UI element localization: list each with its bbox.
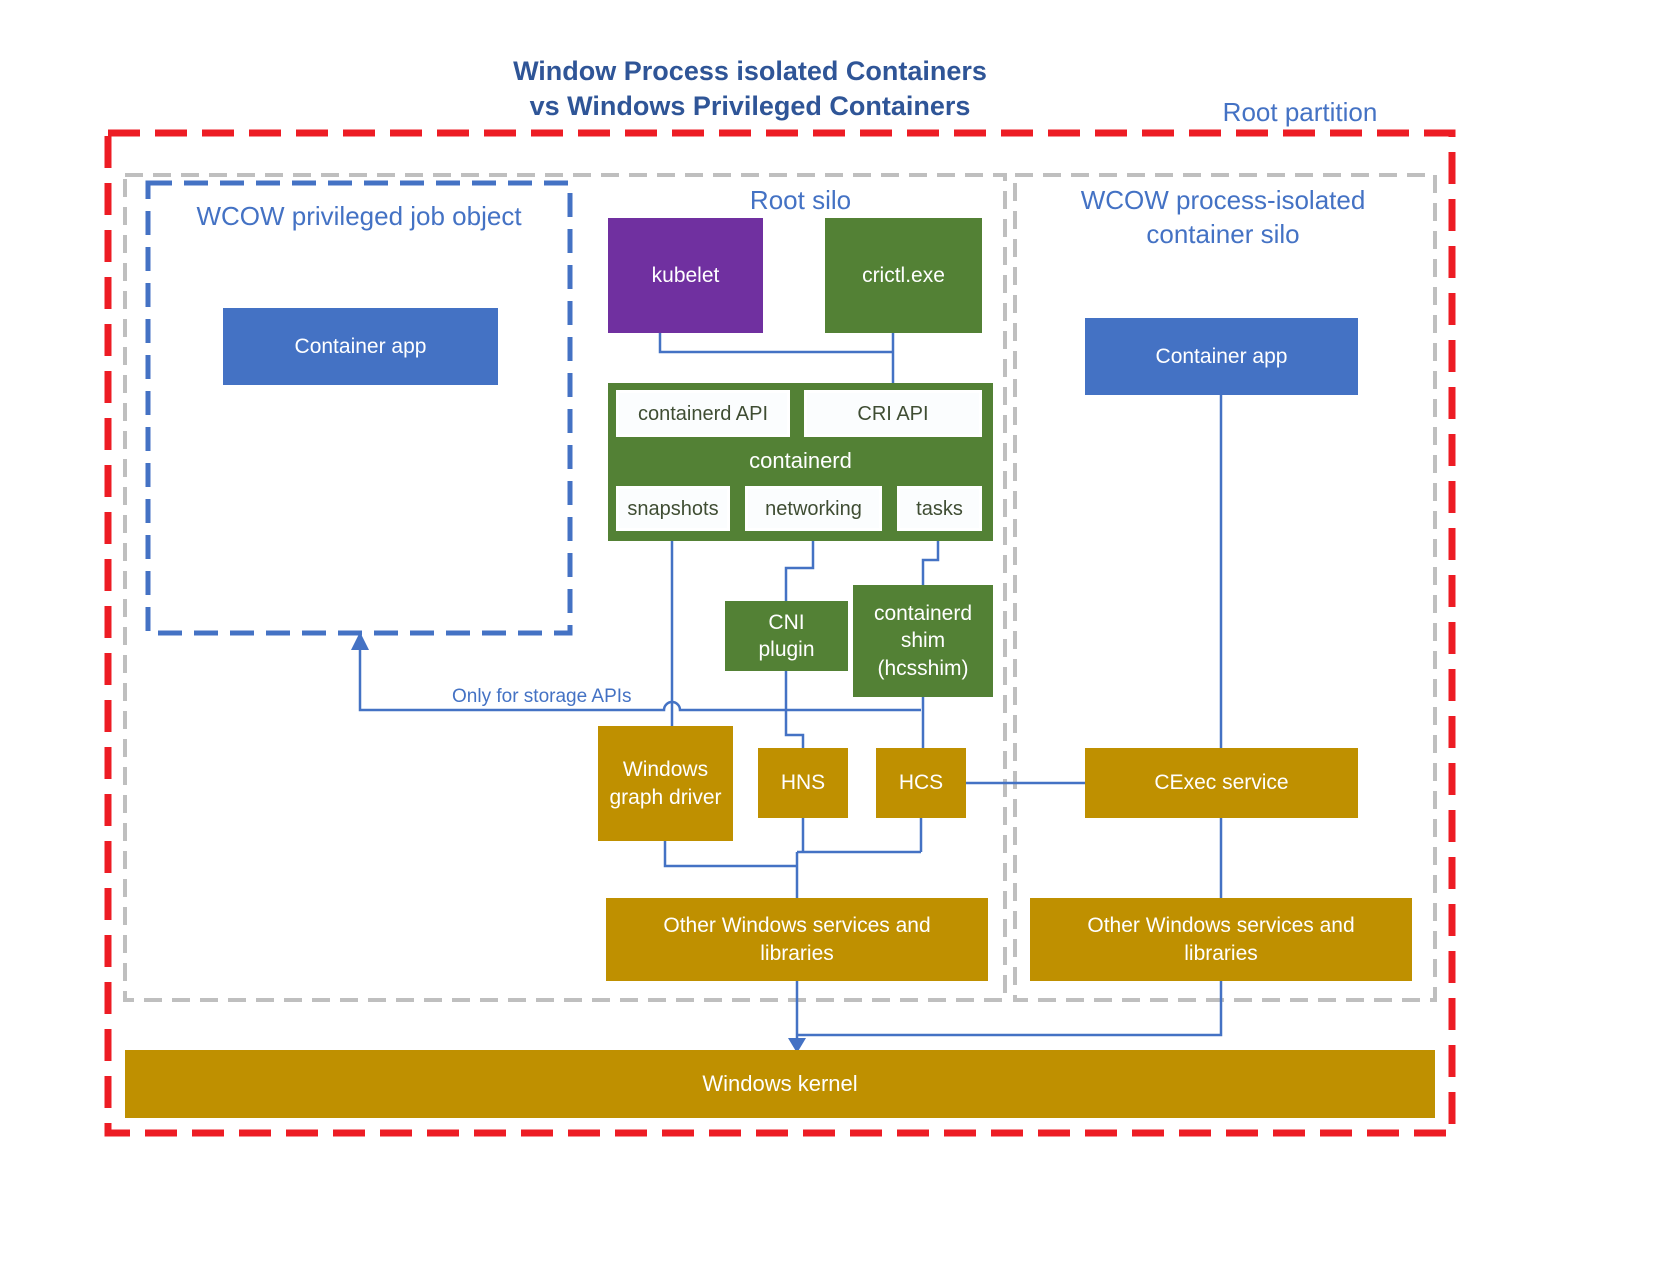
containerd-label: containerd — [749, 448, 852, 473]
arrowhead-up-job-object — [351, 632, 369, 650]
cri-api-label: CRI API — [857, 402, 929, 425]
windows-kernel-box: Windows kernel — [125, 1050, 1435, 1118]
only-storage-apis-label: Only for storage APIs — [452, 686, 632, 707]
crictl-box: crictl.exe — [825, 218, 982, 333]
container-app-right-label: Container app — [1155, 344, 1288, 368]
snapshots-label: snapshots — [627, 497, 719, 520]
kubelet-box: kubelet — [608, 218, 763, 333]
cni-plugin-label: CNI plugin — [758, 610, 815, 661]
tasks-box: tasks — [897, 486, 982, 531]
connector-networking-cni — [784, 531, 815, 601]
windows-graph-driver-label: Windows graph driver — [609, 758, 722, 809]
privileged-job-object-label: WCOW privileged job object — [196, 201, 522, 231]
hns-label: HNS — [780, 771, 826, 795]
root-partition-label: Root partition — [1222, 97, 1378, 127]
hcs-box: HCS — [876, 748, 966, 818]
privileged-job-object-frame — [145, 180, 573, 636]
connector-kubelet-containerd — [658, 333, 893, 354]
networking-label: networking — [765, 497, 862, 520]
containerd-shim-box: containerd shim (hcsshim) — [853, 585, 993, 697]
cexec-service-label: CExec service — [1154, 771, 1289, 795]
cni-plugin-box: CNI plugin — [725, 601, 848, 671]
container-app-left-box: Container app — [223, 308, 498, 385]
container-silo-frame — [1013, 173, 1437, 1002]
tasks-label: tasks — [916, 497, 963, 520]
arrowhead-down-kernel — [788, 1038, 806, 1053]
networking-box: networking — [745, 486, 882, 531]
containerd-shim-label: containerd shim (hcsshim) — [873, 602, 973, 680]
containerd-api-label: containerd API — [637, 402, 769, 425]
containerd-api-box: containerd API — [616, 390, 790, 437]
root-silo-frame — [123, 173, 1007, 1002]
connector-tasks-shim — [921, 531, 940, 585]
cri-api-box: CRI API — [804, 390, 982, 437]
container-app-right-box: Container app — [1085, 318, 1358, 395]
windows-graph-driver-box: Windows graph driver — [598, 726, 733, 841]
root-partition-frame — [104, 129, 1456, 1137]
snapshots-box: snapshots — [616, 486, 730, 531]
other-windows-services-right-box: Other Windows services and libraries — [1030, 898, 1412, 981]
connector-graphdriver-merge — [663, 841, 797, 868]
container-app-left-label: Container app — [294, 334, 427, 358]
kubelet-label: kubelet — [651, 263, 720, 287]
crictl-label: crictl.exe — [862, 263, 945, 287]
container-silo-label: WCOW process-isolated container silo — [1080, 185, 1366, 249]
connector-cni-hns — [784, 671, 805, 748]
diagram-title: Window Process isolated Containers vs Wi… — [400, 54, 1100, 124]
diagram-title-line2: vs Windows Privileged Containers — [529, 91, 971, 122]
windows-kernel-label: Windows kernel — [702, 1070, 858, 1096]
diagram-title-line1: Window Process isolated Containers — [513, 56, 987, 86]
other-windows-services-left-label: Other Windows services and libraries — [663, 914, 931, 965]
hcs-label: HCS — [898, 771, 944, 795]
hns-box: HNS — [758, 748, 848, 818]
other-windows-services-left-box: Other Windows services and libraries — [606, 898, 988, 981]
other-windows-services-right-label: Other Windows services and libraries — [1087, 914, 1355, 965]
cexec-service-box: CExec service — [1085, 748, 1358, 818]
root-silo-label: Root silo — [749, 185, 852, 215]
connector-storage-apis — [358, 643, 921, 712]
connector-rightservices-kernel — [797, 981, 1223, 1037]
